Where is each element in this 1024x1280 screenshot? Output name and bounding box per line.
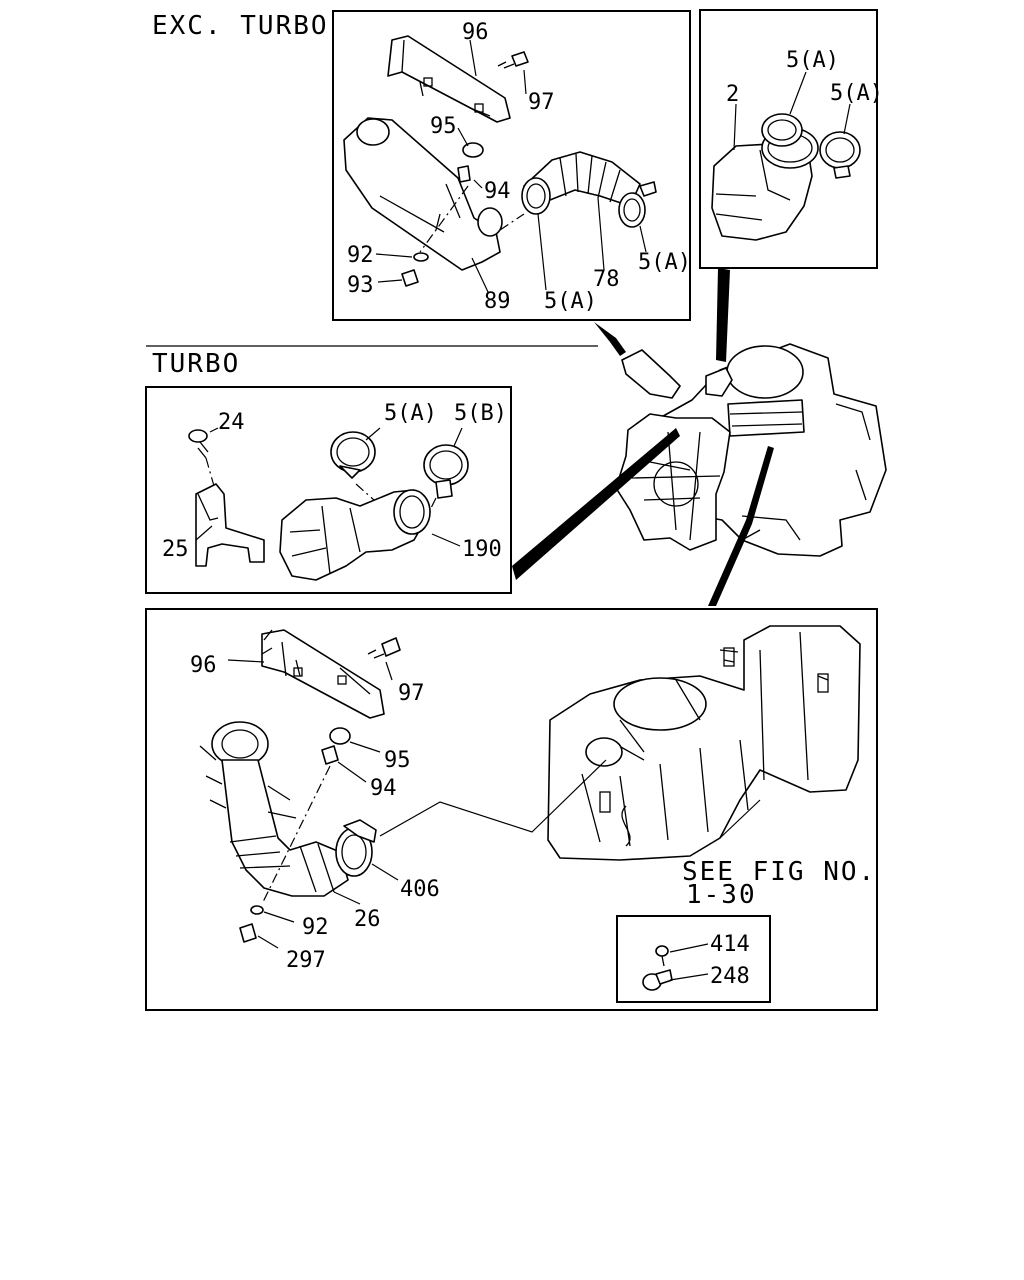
callout-190: 190 [462,537,502,562]
exc-turbo-assembly-drawing [343,35,657,293]
elbow-detail-box [699,9,878,269]
callout-25: 25 [162,537,189,562]
callout-78: 78 [593,267,620,292]
callout-93: 93 [347,273,374,298]
callout-96-top: 96 [462,20,489,45]
section-title-turbo: TURBO [152,349,240,379]
reference-see-fig: SEE FIG NO. [682,857,876,887]
hardware-drawing [642,943,709,991]
callout-89: 89 [484,289,511,314]
turbo-detail-box [145,386,512,594]
callout-406: 406 [400,877,440,902]
reference-fig-number: 1-30 [686,880,757,910]
callout-96-bottom: 96 [190,653,217,678]
exc-turbo-detail-box [332,10,691,321]
callout-94-top: 94 [484,179,511,204]
lower-assembly-drawing [199,625,861,949]
callout-24: 24 [218,410,245,435]
lower-detail-box [145,608,878,1011]
callout-5a-box-a: 5(A) [786,48,839,73]
callout-5a-top-left: 5(A) [544,289,597,314]
callout-248: 248 [710,964,750,989]
callout-5b-turbo: 5(B) [454,401,507,426]
callout-92-top: 92 [347,243,374,268]
callout-26: 26 [354,907,381,932]
callout-95-top: 95 [430,114,457,139]
callout-5a-top-right: 5(A) [638,250,691,275]
elbow-assembly-drawing [711,71,861,241]
callout-97-top: 97 [528,90,555,115]
callout-94-bottom: 94 [370,776,397,801]
engine-overview-drawing [512,268,887,606]
callout-297: 297 [286,948,326,973]
turbo-assembly-drawing [188,427,469,581]
callout-95-bottom: 95 [384,748,411,773]
callout-97-bottom: 97 [398,681,425,706]
callout-5a-box-b: 5(A) [830,81,883,106]
callout-5a-turbo: 5(A) [384,401,437,426]
section-title-exc-turbo: EXC. TURBO [152,11,329,41]
callout-414: 414 [710,932,750,957]
callout-92-bottom: 92 [302,915,329,940]
hardware-detail-box [616,915,771,1003]
callout-2: 2 [726,82,739,107]
